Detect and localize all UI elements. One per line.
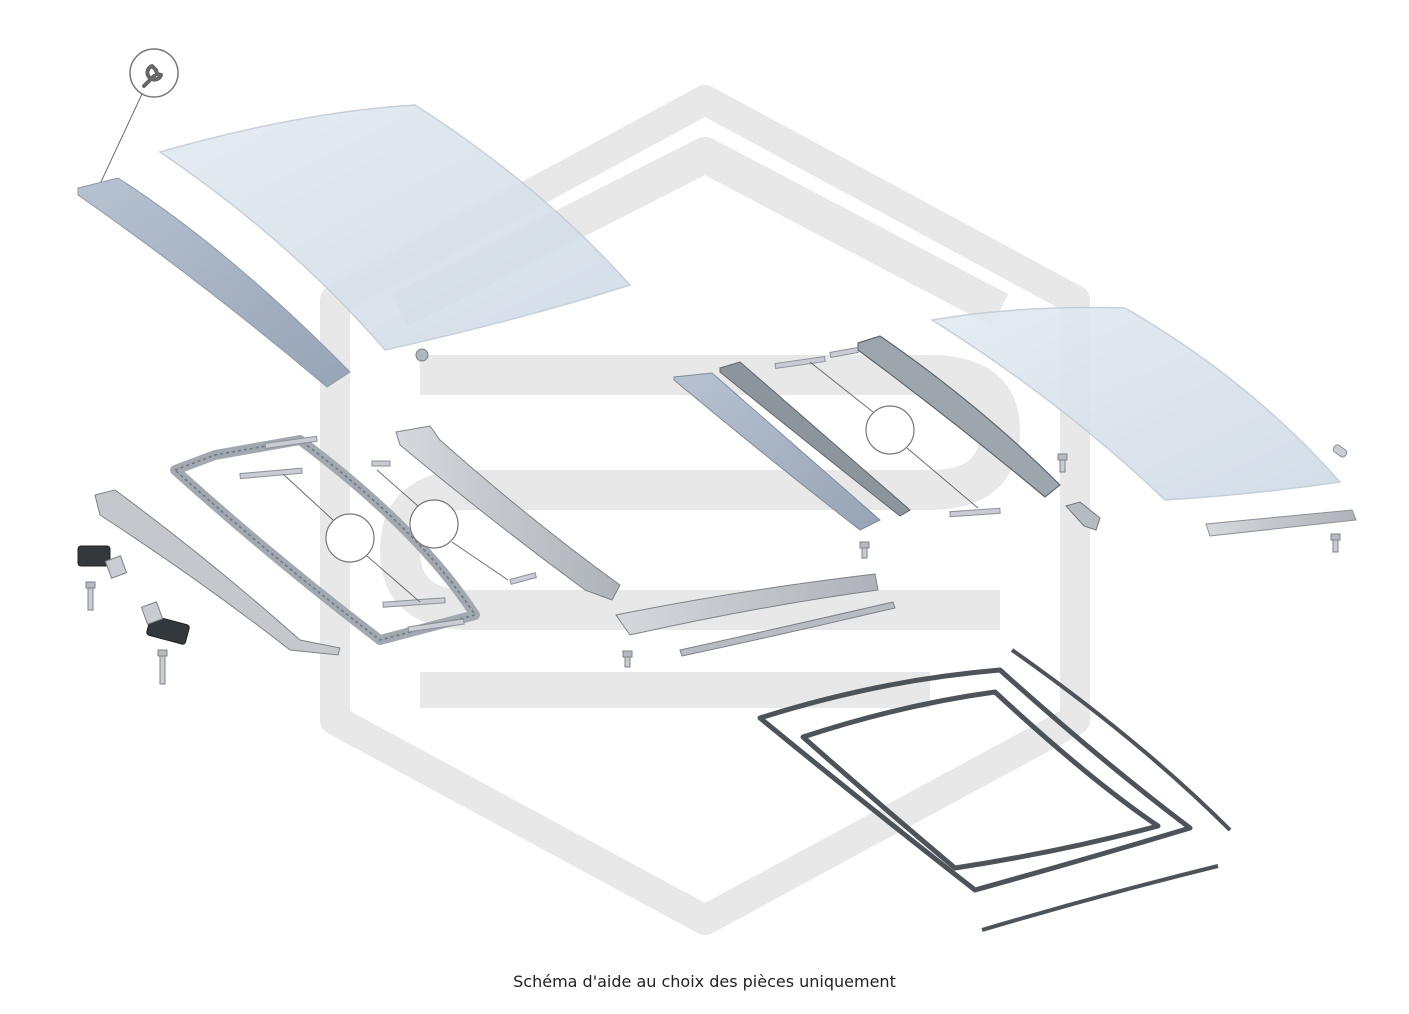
front-cross-beam[interactable]	[673, 372, 881, 531]
bolt[interactable]	[1330, 533, 1341, 553]
left-drive-mechanism[interactable]	[94, 489, 341, 656]
drive-motor-rear[interactable]	[140, 601, 190, 645]
bolt[interactable]	[85, 581, 96, 611]
glass-fastener[interactable]	[415, 348, 429, 362]
thin-cross-rod[interactable]	[719, 361, 911, 517]
drive-motor-front[interactable]	[77, 545, 128, 579]
inner-roof-seal[interactable]	[800, 689, 1161, 871]
small-strips-center[interactable]	[774, 347, 1001, 518]
rear-glass-panel[interactable]	[929, 306, 1342, 501]
bottom-seal-strip[interactable]	[981, 864, 1219, 932]
rear-bracket[interactable]	[1065, 501, 1101, 531]
right-rail-cover[interactable]	[679, 601, 896, 657]
bolt[interactable]	[859, 541, 870, 559]
rear-glass-lower-rail[interactable]	[1205, 509, 1357, 537]
bolt[interactable]	[157, 649, 168, 685]
bolt[interactable]	[622, 650, 633, 668]
small-strips-left[interactable]	[239, 435, 537, 633]
outer-roof-seal[interactable]	[757, 667, 1193, 893]
front-roof-trim-panel[interactable]	[77, 177, 351, 388]
right-guide-rail[interactable]	[615, 573, 879, 636]
front-glass-panel[interactable]	[158, 104, 632, 351]
diagram-caption: Schéma d'aide au choix des pièces unique…	[513, 972, 896, 991]
bolt[interactable]	[1057, 453, 1068, 473]
wrench-leader-line	[99, 93, 143, 185]
wrench-icon[interactable]	[129, 48, 179, 98]
side-seal-strip[interactable]	[1010, 648, 1232, 832]
part-callout-circle[interactable]	[325, 499, 459, 563]
part-callout-circle[interactable]	[865, 405, 915, 455]
callout-leader-lines	[282, 469, 509, 603]
callout-leader-lines	[809, 361, 979, 509]
rear-cross-beam[interactable]	[857, 335, 1061, 498]
rear-glass-clip[interactable]	[1332, 444, 1348, 459]
left-guide-rail[interactable]	[395, 425, 621, 601]
